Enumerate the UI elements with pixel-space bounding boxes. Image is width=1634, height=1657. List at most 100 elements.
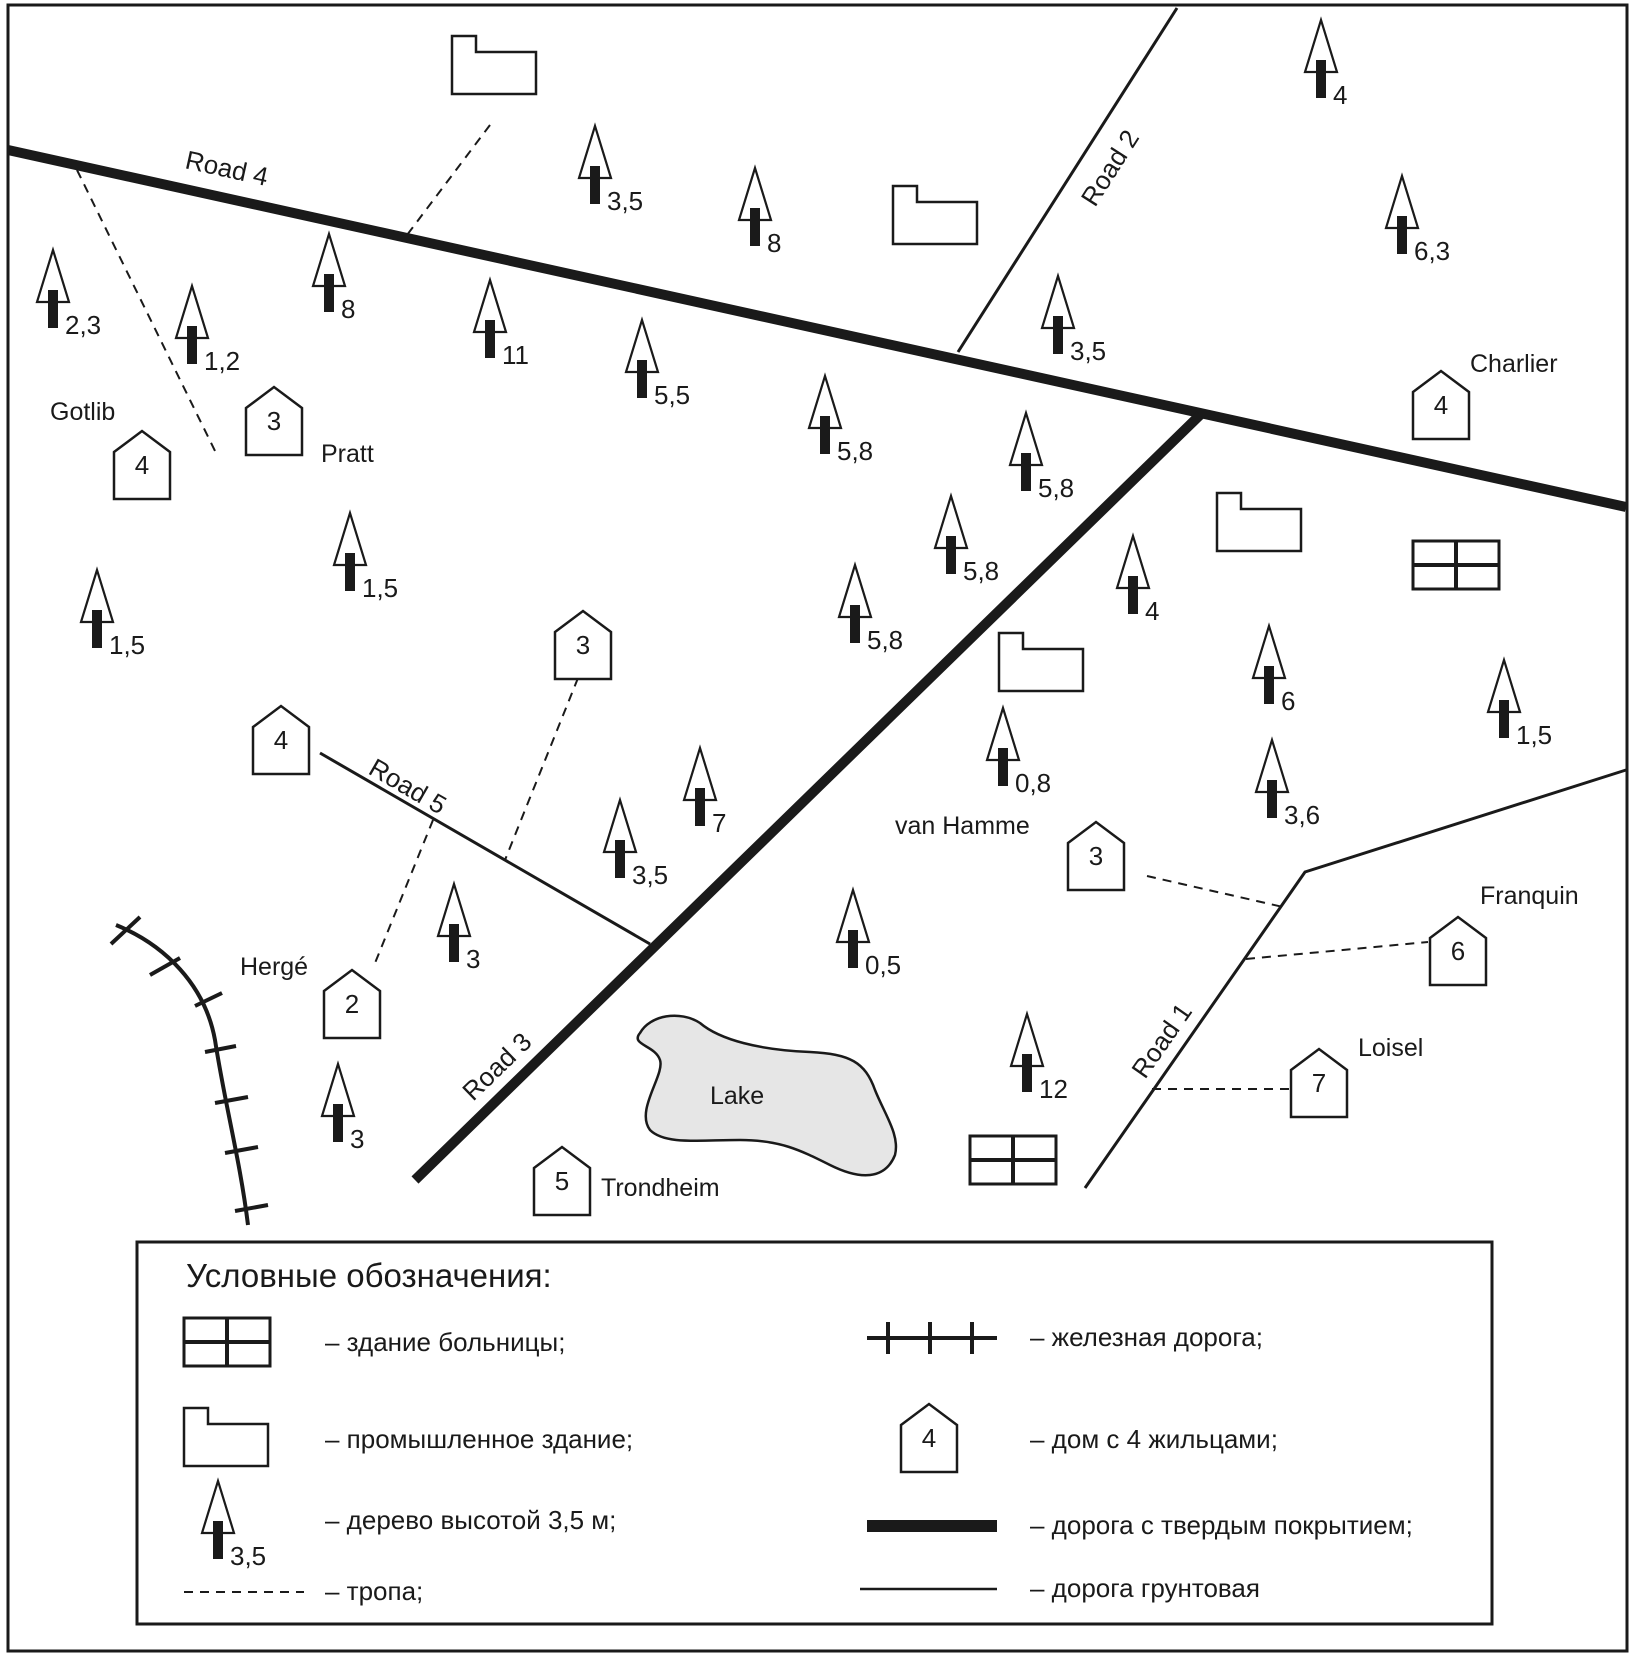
legend-hospital-text: – здание больницы; bbox=[325, 1327, 565, 1357]
tree-height: 12 bbox=[1039, 1074, 1068, 1104]
house-pratt: 3 bbox=[244, 385, 304, 457]
tree: 5,8 bbox=[837, 563, 903, 655]
tree-height: 5,8 bbox=[867, 625, 903, 655]
tree: 1,2 bbox=[174, 284, 240, 376]
tree-height: 6,3 bbox=[1414, 236, 1450, 266]
owner-label-charlier: Charlier bbox=[1470, 350, 1558, 378]
house-loisel: 7 bbox=[1289, 1047, 1349, 1119]
road-1-line bbox=[1083, 768, 1627, 1189]
trails bbox=[76, 124, 1429, 1090]
owner-label-van-hamme: van Hamme bbox=[895, 812, 1030, 840]
tree: 12 bbox=[1009, 1012, 1068, 1104]
railway bbox=[109, 915, 269, 1226]
tree: 3,5 bbox=[577, 124, 643, 216]
house-franquin: 6 bbox=[1428, 915, 1488, 987]
legend-tree-height: 3,5 bbox=[230, 1541, 266, 1571]
house-residents: 5 bbox=[555, 1166, 569, 1196]
legend-house-symbol: 4 bbox=[899, 1402, 959, 1474]
tree-height: 4 bbox=[1333, 80, 1347, 110]
legend-title: Условные обозначения: bbox=[186, 1257, 552, 1294]
legend-railway-symbol bbox=[867, 1322, 997, 1354]
tree: 0,8 bbox=[985, 706, 1051, 798]
road-5-line bbox=[319, 751, 651, 946]
paved-roads bbox=[6, 145, 1628, 1184]
tree-height: 2,3 bbox=[65, 310, 101, 340]
house-charlier: 4 bbox=[1411, 369, 1471, 441]
tree-height: 3,5 bbox=[632, 860, 668, 890]
tree: 8 bbox=[311, 232, 355, 324]
tree-height: 3,5 bbox=[1070, 336, 1106, 366]
tree: 4 bbox=[1115, 534, 1159, 626]
tree: 5,5 bbox=[624, 318, 690, 410]
legend-dirt-road-text: – дорога грунтовая bbox=[1030, 1573, 1260, 1603]
trail-herge bbox=[372, 819, 434, 969]
tree: 8 bbox=[737, 166, 781, 258]
owner-label-gotlib: Gotlib bbox=[50, 398, 115, 426]
legend-tree-text: – дерево высотой 3,5 м; bbox=[325, 1505, 616, 1535]
tree-height: 7 bbox=[712, 808, 726, 838]
house-residents: 2 bbox=[345, 989, 359, 1019]
legend-industrial-text: – промышленное здание; bbox=[325, 1424, 633, 1454]
tree-height: 3 bbox=[350, 1124, 364, 1154]
tree: 1,5 bbox=[79, 568, 145, 660]
house-van-hamme: 3 bbox=[1066, 820, 1126, 892]
tree: 3 bbox=[320, 1062, 364, 1154]
owner-label-franquin: Franquin bbox=[1480, 882, 1579, 910]
tree-height: 8 bbox=[341, 294, 355, 324]
tree: 3,6 bbox=[1254, 738, 1320, 830]
house-center: 3 bbox=[553, 609, 613, 681]
legend-tree-symbol: 3,5 bbox=[200, 1479, 266, 1571]
tree: 3,5 bbox=[602, 798, 668, 890]
legend-hospital-symbol bbox=[182, 1316, 272, 1368]
tree-height: 11 bbox=[502, 340, 529, 370]
tree: 3,5 bbox=[1040, 274, 1106, 366]
tree-height: 1,5 bbox=[1516, 720, 1552, 750]
owner-label-herge: Hergé bbox=[240, 953, 308, 981]
tree: 1,5 bbox=[1486, 658, 1552, 750]
tree: 0,5 bbox=[835, 888, 901, 980]
tree-height: 0,8 bbox=[1015, 768, 1051, 798]
tree: 5,8 bbox=[1008, 411, 1074, 503]
tree-height: 1,5 bbox=[109, 630, 145, 660]
house-residents: 3 bbox=[1089, 841, 1103, 871]
trail-gotlib bbox=[76, 169, 218, 456]
tree: 5,8 bbox=[933, 494, 999, 586]
tree: 1,5 bbox=[332, 511, 398, 603]
trail-industrial-top bbox=[406, 124, 491, 236]
legend-house-residents: 4 bbox=[922, 1423, 936, 1453]
tree-height: 8 bbox=[767, 228, 781, 258]
owner-label-pratt: Pratt bbox=[321, 440, 374, 468]
tree-height: 6 bbox=[1281, 686, 1295, 716]
tree-height: 0,5 bbox=[865, 950, 901, 980]
tree: 6,3 bbox=[1384, 174, 1450, 266]
hospital-building bbox=[968, 1134, 1058, 1186]
tree-height: 3,6 bbox=[1284, 800, 1320, 830]
house-herge: 2 bbox=[322, 968, 382, 1040]
tree-height: 3,5 bbox=[607, 186, 643, 216]
hospital-building bbox=[1411, 539, 1501, 591]
house-trondheim: 5 bbox=[532, 1145, 592, 1217]
tree-height: 5,8 bbox=[1038, 473, 1074, 503]
house-residents: 4 bbox=[274, 725, 288, 755]
tree: 11 bbox=[472, 278, 529, 370]
tree-height: 1,5 bbox=[362, 573, 398, 603]
road-3-line bbox=[411, 411, 1204, 1184]
house-residents: 7 bbox=[1312, 1068, 1326, 1098]
house-residents: 3 bbox=[576, 630, 590, 660]
road-2-line bbox=[956, 7, 1179, 353]
tree: 2,3 bbox=[35, 248, 101, 340]
lake bbox=[636, 1014, 898, 1177]
tree-height: 1,2 bbox=[204, 346, 240, 376]
legend-railway-text: – железная дорога; bbox=[1030, 1322, 1263, 1352]
trail-center-house bbox=[504, 677, 579, 861]
tree: 4 bbox=[1303, 18, 1347, 110]
legend-box bbox=[135, 1240, 1494, 1626]
owner-label-loisel: Loisel bbox=[1358, 1034, 1423, 1062]
house-residents: 4 bbox=[135, 450, 149, 480]
house-residents: 6 bbox=[1451, 936, 1465, 966]
road-4-line bbox=[6, 145, 1628, 512]
lake-label: Lake bbox=[710, 1082, 764, 1110]
tree: 7 bbox=[682, 746, 726, 838]
legend-path-text: – тропа; bbox=[325, 1576, 423, 1606]
